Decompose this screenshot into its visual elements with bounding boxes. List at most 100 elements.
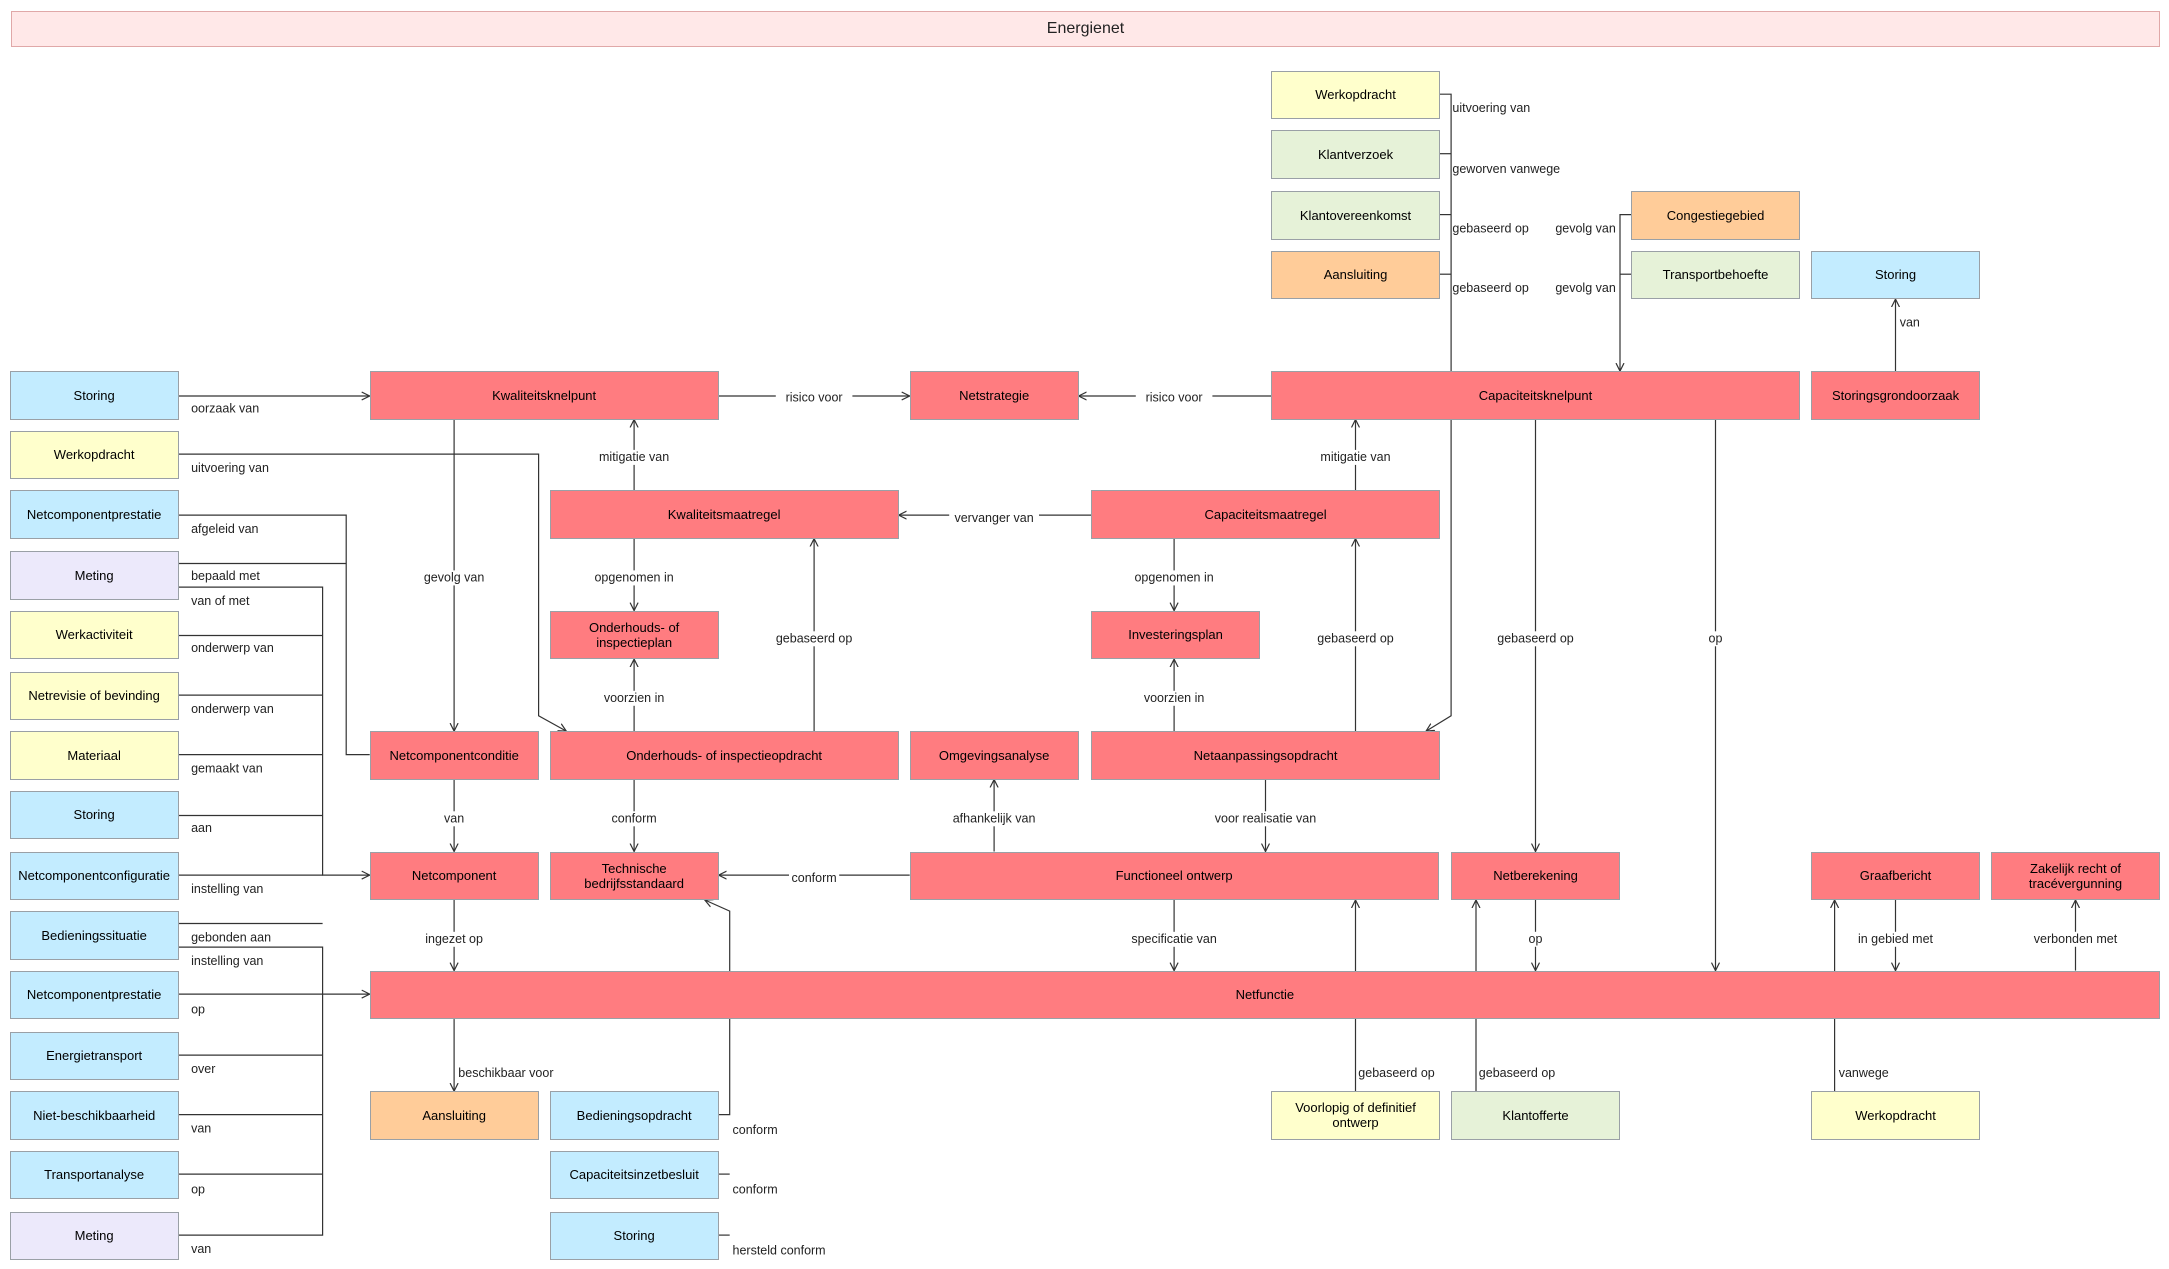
edge-label-e_afhankelijk: afhankelijk van: [953, 811, 1036, 825]
edge-label-e_conform_cib: conform: [733, 1182, 778, 1196]
node-capaciteitsknelpunt[interactable]: Capaciteitsknelpunt: [1271, 371, 1800, 420]
edge-label-bg: [1850, 931, 1941, 947]
edge-label-e_gebaseerd_aa: gebaseerd op: [1452, 281, 1529, 295]
edge-label-bg: [609, 811, 660, 827]
node-meting-l1[interactable]: Meting: [9, 551, 179, 600]
node-functioneel-ontwerp[interactable]: Functioneel ontwerp: [909, 851, 1439, 900]
node-omgevingsanalyse[interactable]: Omgevingsanalyse: [909, 731, 1079, 780]
edge-label-e_instelling1: instelling van: [191, 882, 263, 896]
edge-label-e_onderwerp2: onderwerp van: [191, 702, 274, 716]
node-klantofferte[interactable]: Klantofferte: [1451, 1091, 1620, 1140]
edge-label-bg: [1706, 631, 1725, 647]
node-investeringsplan[interactable]: Investeringsplan: [1091, 610, 1260, 660]
edge-label-e_opgenomen1: opgenomen in: [594, 570, 673, 584]
node-netcomponentconfiguratie[interactable]: Netcomponentconfiguratie: [9, 851, 179, 900]
edge-label-e_gebaseerd_ko: gebaseerd op: [1452, 222, 1529, 236]
edge-label-e_verbonden: verbonden met: [2034, 932, 2118, 946]
node-netberekening[interactable]: Netberekening: [1451, 851, 1620, 900]
node-netcomponentprestatie-l2[interactable]: Netcomponentprestatie: [9, 970, 179, 1020]
edge-label-e_beschikbaar: beschikbaar voor: [458, 1066, 553, 1080]
node-netrevisie[interactable]: Netrevisie of bevinding: [9, 671, 179, 720]
node-energietransport[interactable]: Energietransport: [9, 1031, 179, 1080]
edge-label-e_gebaseerd_vo: gebaseerd op: [1358, 1066, 1435, 1080]
edge-label-e_over: over: [191, 1062, 215, 1076]
node-netcomponentprestatie-l[interactable]: Netcomponentprestatie: [9, 490, 179, 539]
node-werkopdracht-top[interactable]: Werkopdracht: [1271, 70, 1440, 120]
edge-label-e_onderwerp1: onderwerp van: [191, 641, 274, 655]
edge-label-e_voorzien2: voorzien in: [1144, 691, 1204, 705]
edge-label-e_risico2: risico voor: [1146, 390, 1203, 404]
edge-line-e_afgeleid: [178, 514, 370, 756]
node-onderhoudsopdracht[interactable]: Onderhouds- of inspectieopdracht: [549, 731, 899, 780]
edge-label-e_van_meting: van: [191, 1242, 211, 1256]
edge-label-bg: [1493, 631, 1578, 647]
edge-label-e_van_storing: van: [1900, 316, 1920, 330]
node-aansluiting-b[interactable]: Aansluiting: [369, 1091, 539, 1140]
edge-label-e_vanofmet: van of met: [191, 594, 250, 608]
edge-label-e_aan: aan: [191, 821, 212, 835]
edge-label-bg: [1310, 449, 1401, 465]
edge-label-bg: [442, 811, 466, 827]
node-materiaal[interactable]: Materiaal: [9, 731, 179, 780]
node-netaanpassingsopdracht[interactable]: Netaanpassingsopdracht: [1091, 731, 1440, 780]
edge-label-e_van_nc: van: [444, 811, 464, 825]
edge-label-bg: [772, 631, 856, 647]
node-storing-l2[interactable]: Storing: [9, 790, 179, 840]
node-kwaliteitsknelpunt[interactable]: Kwaliteitsknelpunt: [369, 371, 719, 420]
edge-label-e_voorrealisatie: voor realisatie van: [1215, 811, 1316, 825]
edge-label-e_op_ta: op: [191, 1182, 205, 1196]
edge-label-bg: [1135, 690, 1213, 706]
node-werkopdracht-b[interactable]: Werkopdracht: [1811, 1091, 1980, 1140]
node-netfunctie[interactable]: Netfunctie: [369, 970, 2160, 1020]
edge-label-e_uitvoering_l: uitvoering van: [191, 461, 269, 475]
node-capaciteitsinzetbesluit[interactable]: Capaciteitsinzetbesluit: [549, 1150, 719, 1200]
edge-label-e_gebaseerd_nb: gebaseerd op: [1497, 631, 1574, 645]
edge-label-bg: [942, 811, 1046, 827]
node-werkopdracht-l[interactable]: Werkopdracht: [9, 430, 179, 480]
edge-line-e_vanofmet: [178, 586, 370, 875]
edge-label-e_gevolg_kk: gevolg van: [424, 570, 485, 584]
edge-label-e_ingebied: in gebied met: [1858, 932, 1934, 946]
edge-label-e_conform_fo: conform: [792, 871, 837, 885]
edge-label-e_gevolg_cong: gevolg van: [1555, 222, 1616, 236]
edge-label-bg: [1132, 570, 1216, 586]
node-aansluiting-top[interactable]: Aansluiting: [1271, 250, 1440, 300]
edge-label-bg: [592, 570, 676, 586]
node-storing-tr[interactable]: Storing: [1811, 250, 1980, 300]
node-capaciteitsmaatregel[interactable]: Capaciteitsmaatregel: [1091, 490, 1440, 539]
node-storing-b[interactable]: Storing: [549, 1211, 719, 1260]
node-klantovereenkomst[interactable]: Klantovereenkomst: [1271, 191, 1440, 240]
node-technische-standaard[interactable]: Technische bedrijfsstandaard: [549, 851, 719, 900]
node-transportbehoefte[interactable]: Transportbehoefte: [1631, 250, 1800, 300]
node-voorlopig-ontwerp[interactable]: Voorlopig of definitief ontwerp: [1271, 1091, 1440, 1140]
node-netstrategie[interactable]: Netstrategie: [909, 371, 1079, 420]
node-storing-l1[interactable]: Storing: [9, 371, 179, 420]
node-storingsgrondoorzaak[interactable]: Storingsgrondoorzaak: [1811, 371, 1980, 420]
node-netcomponent[interactable]: Netcomponent: [369, 851, 539, 900]
node-meting-l2[interactable]: Meting: [9, 1211, 179, 1260]
node-werkactiviteit[interactable]: Werkactiviteit: [9, 610, 179, 660]
edge-label-e_uitvoering_top: uitvoering van: [1452, 101, 1530, 115]
edge-label-e_opgenomen2: opgenomen in: [1134, 570, 1213, 584]
node-kwaliteitsmaatregel[interactable]: Kwaliteitsmaatregel: [549, 490, 899, 539]
node-netcomponentconditie[interactable]: Netcomponentconditie: [369, 731, 539, 780]
node-klantverzoek[interactable]: Klantverzoek: [1271, 130, 1440, 179]
node-onderhoudsplan[interactable]: Onderhouds- of inspectieplan: [549, 610, 719, 660]
node-graafbericht[interactable]: Graafbericht: [1811, 851, 1980, 900]
node-bedieningsopdracht[interactable]: Bedieningsopdracht: [549, 1091, 719, 1140]
edge-label-e_geworven: geworven vanwege: [1452, 162, 1560, 176]
node-congestiegebied[interactable]: Congestiegebied: [1631, 191, 1800, 240]
node-bedieningssituatie[interactable]: Bedieningssituatie: [9, 911, 179, 960]
diagram-title: Energienet: [11, 11, 2160, 47]
edge-label-e_mitigatie2: mitigatie van: [1320, 450, 1390, 464]
edge-label-e_gevolg_trans: gevolg van: [1555, 281, 1616, 295]
edge-label-bg: [2030, 931, 2121, 947]
edge-label-bg: [775, 390, 853, 406]
edge-label-e_risico1: risico voor: [786, 390, 843, 404]
edge-label-bg: [1119, 931, 1229, 947]
node-niet-beschikbaarheid[interactable]: Niet-beschikbaarheid: [9, 1091, 179, 1140]
edge-label-e_hersteld: hersteld conform: [733, 1243, 826, 1257]
node-zakelijk-recht[interactable]: Zakelijk recht of tracévergunning: [1991, 851, 2160, 900]
node-transportanalyse[interactable]: Transportanalyse: [9, 1150, 179, 1200]
